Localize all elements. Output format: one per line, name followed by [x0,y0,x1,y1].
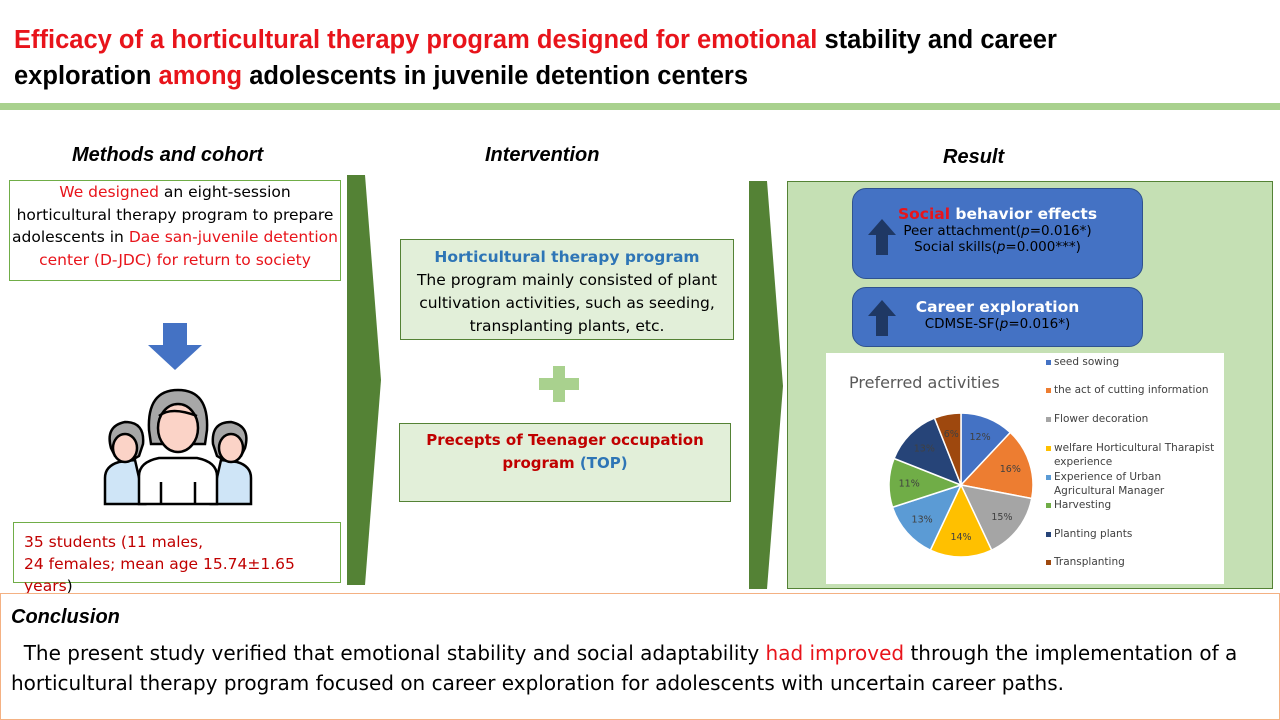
pie-slice [891,483,963,552]
plus-icon [539,366,579,402]
legend-swatch [1046,417,1051,422]
conclusion-heading: Conclusion [11,606,120,628]
career-title: Career exploration [915,298,1080,316]
legend-swatch [1046,503,1051,508]
pie-slice-label: 13% [912,514,933,525]
up-arrow-icon [868,300,896,336]
legend-entry: the act of cutting information [1054,384,1209,396]
pie-chart-container: Preferred activities 12%16%15%14%13%11%1… [826,353,1224,584]
htp-text: The program mainly consisted of plant cu… [416,271,718,335]
methods-center: Dae san-juvenile detention center (D-JDC… [39,228,338,269]
legend-swatch [1046,360,1051,365]
career-exploration-box: Career exploration CDMSE-SF(p=0.016*) [852,287,1143,347]
pie-slice [933,412,962,486]
legend-entry: Planting plants [1054,528,1133,540]
legend-swatch [1046,532,1051,537]
legend-swatch [1046,446,1051,451]
cohort-paren: ) [66,577,73,595]
methods-designed: We designed [59,183,159,201]
methods-heading: Methods and cohort [72,144,264,166]
legend-entry: Flower decoration [1054,413,1149,425]
cohort-box: 35 students (11 males, 24 females; mean … [13,522,341,595]
pie-slice-label: 11% [899,478,920,489]
legend-swatch [1046,388,1051,393]
down-arrow-icon [148,323,202,370]
legend-entry: Harvesting [1054,499,1112,511]
top-abbrev: (TOP) [579,454,628,472]
methods-box: We designed an eight-session horticultur… [9,180,341,281]
pie-slice-label: 16% [1000,464,1021,475]
pie-slice [959,431,1034,500]
pie-slice [959,483,1033,552]
pie-slice-label: 6% [944,429,959,440]
conclusion-text: The present study verified that emotiona… [11,641,1238,695]
legend-swatch [1046,560,1051,565]
people-group-icon [103,388,253,506]
social-behavior-box: Social behavior effects Peer attachment(… [852,188,1143,279]
cohort-line1: 35 students (11 males, [24,533,204,551]
legend-entry: Experience of Urban Agricultural Manager [1054,471,1165,497]
title-divider [0,103,1280,110]
top-box: Precepts of Teenager occupation program … [399,423,731,502]
pie-slice [893,417,963,487]
legend-entry: welfare Horticultural Tharapist experien… [1054,442,1215,468]
title-part5: adolescents in juvenile detention center… [242,62,749,90]
title-part2: stability and career [817,26,1057,54]
cohort-line2: 24 females; mean age 15.74±1.65 years [24,555,295,595]
social-red: Social [897,205,951,223]
pie-slice-label: 14% [950,532,971,543]
conclusion-panel: Conclusion The present study verified th… [0,593,1280,720]
title-part1: Efficacy of a horticultural therapy prog… [14,26,818,54]
result-heading: Result [943,146,1005,168]
top-text: Precepts of Teenager occupation program [426,431,704,472]
htp-box: Horticultural therapy program The progra… [400,239,734,340]
legend-swatch [1046,475,1051,480]
chart-title: Preferred activities [849,373,1000,392]
chevron-arrow-1 [347,175,381,585]
peer-attachment: Peer attachment(p=0.016*) [903,223,1092,239]
legend-entry: seed sowing [1054,356,1120,368]
chevron-arrow-2 [749,181,783,589]
social-skills: Social skills(p=0.000***) [914,239,1081,255]
cdmse-score: CDMSE-SF(p=0.016*) [924,316,1071,332]
pie-slice-label: 15% [991,512,1012,523]
up-arrow-icon [868,219,896,255]
title-part3: exploration [14,62,159,90]
legend-entry: Transplanting [1054,556,1125,568]
social-rest: behavior effects [950,205,1098,223]
pie-slice-label: 12% [970,432,991,443]
methods-text: an eight-session horticultural therapy p… [12,183,334,246]
chart-legend: seed sowing the act of cutting informatio… [1044,353,1224,584]
pie-chart: 12% 16% 15% 14% 13% 11% 13% 6% [888,412,1034,558]
pie-slice [929,483,993,558]
htp-title: Horticultural therapy program [434,248,700,266]
pie-slice-label: 13% [914,443,935,454]
intervention-heading: Intervention [485,144,600,166]
title-part4: among [158,62,243,90]
poster-title: Efficacy of a horticultural therapy prog… [14,22,1264,94]
